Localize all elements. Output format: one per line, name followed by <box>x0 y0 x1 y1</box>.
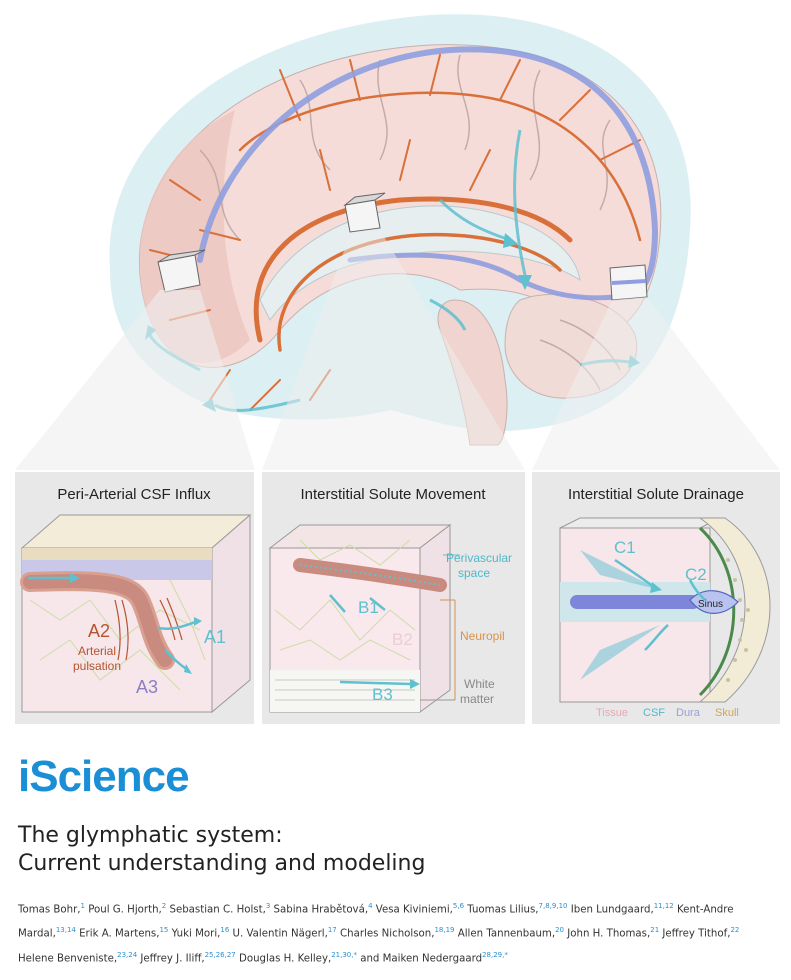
author-affiliation: 25,26,27 <box>204 950 236 959</box>
author-name: Jeffrey Tithof, <box>659 928 731 940</box>
brain-illustration <box>15 14 780 470</box>
cube-c-marker <box>609 264 648 301</box>
paper-title: The glymphatic system: Current understan… <box>18 822 425 878</box>
label-a3: A3 <box>136 677 158 697</box>
label-a1: A1 <box>204 627 226 647</box>
panel-c-cube <box>559 517 771 703</box>
label-b2: B2 <box>392 630 413 649</box>
author-affiliation: 7,8,9,10 <box>538 902 568 910</box>
author-affiliation: 4 <box>368 902 373 910</box>
author-affiliation: 18,19 <box>434 926 455 935</box>
paper-title-line-1: The glymphatic system: <box>18 823 283 848</box>
label-c2: C2 <box>685 565 707 584</box>
author-name: Iben Lundgaard, <box>567 904 654 916</box>
label-dura: Dura <box>676 707 701 719</box>
author-affiliation: 2 <box>161 902 167 910</box>
author-name: Douglas H. Kelley, <box>235 953 332 965</box>
author-name: Sabina Hrabětová, <box>270 904 369 916</box>
author-name: Tomas Bohr, <box>18 904 81 916</box>
label-perivascular-2: space <box>458 566 490 580</box>
label-perivascular-1: Perivascular <box>446 551 512 565</box>
author-affiliation: 5,6 <box>452 902 465 910</box>
author-name: and Maiken Nedergaard <box>356 953 483 965</box>
label-arterial-pulsation-2: pulsation <box>73 659 121 673</box>
label-white-matter-1: White <box>464 677 495 691</box>
label-neuropil: Neuropil <box>460 629 505 643</box>
author-name: Charles Nicholson, <box>336 928 435 940</box>
paper-title-line-2: Current understanding and modeling <box>18 851 426 876</box>
label-arterial-pulsation-1: Arterial <box>78 644 116 658</box>
author-affiliation: 1 <box>80 902 86 910</box>
author-affiliation: 3 <box>265 902 271 910</box>
label-b3: B3 <box>372 685 393 704</box>
author-name: U. Valentin Nägerl, <box>229 928 328 940</box>
panel-b-cube <box>268 523 460 713</box>
label-sinus: Sinus <box>698 599 723 610</box>
author-name: Poul G. Hjorth, <box>85 904 162 916</box>
label-a2: A2 <box>88 621 110 641</box>
author-affiliation: 23,24 <box>117 950 138 959</box>
author-affiliation: 13,14 <box>55 926 76 935</box>
panel-a-title: Peri-Arterial CSF Influx <box>57 486 211 503</box>
author-list: Tomas Bohr,1 Poul G. Hjorth,2 Sebastian … <box>18 896 778 969</box>
glymphatic-figure: Peri-Arterial CSF Influx Interstitial So… <box>15 14 780 724</box>
label-b1: B1 <box>358 598 379 617</box>
author-affiliation: 22 <box>730 926 740 935</box>
author-affiliation: 21,30,* <box>331 950 357 959</box>
author-name: Kent-Andre Mardal, <box>18 904 734 940</box>
author-name: John H. Thomas, <box>564 928 651 940</box>
author-name: Helene Benveniste, <box>18 953 118 965</box>
panel-c-title: Interstitial Solute Drainage <box>568 486 744 503</box>
label-white-matter-2: matter <box>460 692 494 706</box>
panel-b-title: Interstitial Solute Movement <box>300 486 486 503</box>
author-name: Erik A. Martens, <box>75 928 160 940</box>
author-affiliation: 15 <box>159 926 169 935</box>
author-name: Tuomas Lilius, <box>464 904 539 916</box>
author-affiliation: 28,29,* <box>482 950 508 959</box>
label-tissue: Tissue <box>596 707 628 719</box>
author-affiliation: 17 <box>327 926 337 935</box>
cube-b-marker <box>343 192 386 233</box>
author-affiliation: 16 <box>220 926 230 935</box>
journal-logo: iScience <box>18 752 190 801</box>
author-affiliation: 21 <box>650 926 660 935</box>
author-name: Jeffrey J. Iliff, <box>137 953 205 965</box>
author-name: Allen Tannenbaum, <box>454 928 556 940</box>
cube-a-marker <box>157 249 206 293</box>
label-c1: C1 <box>614 538 636 557</box>
author-name: Yuki Mori, <box>168 928 221 940</box>
panel-a-cube <box>20 513 252 714</box>
author-affiliation: 20 <box>555 926 565 935</box>
author-name: Sebastian C. Holst, <box>166 904 266 916</box>
author-name: Vesa Kiviniemi, <box>372 904 453 916</box>
label-csf: CSF <box>643 707 665 719</box>
author-affiliation: 11,12 <box>653 902 674 910</box>
label-skull: Skull <box>715 707 739 719</box>
